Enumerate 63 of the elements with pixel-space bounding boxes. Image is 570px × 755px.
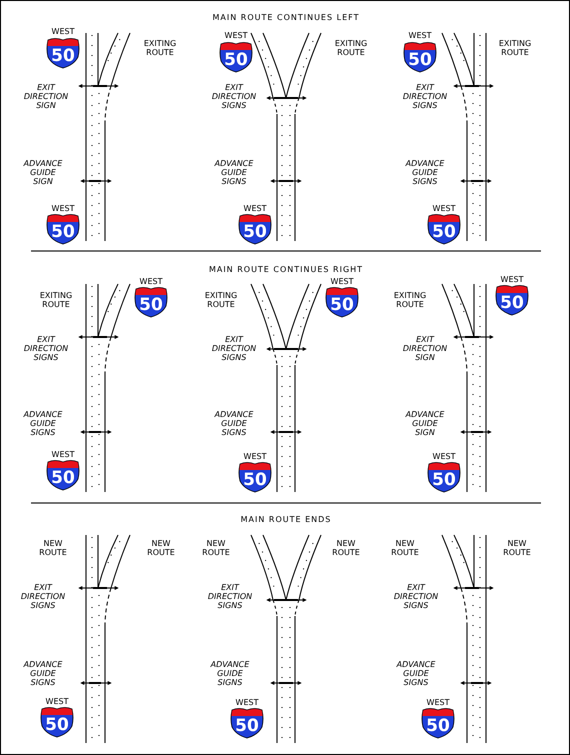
panel-heading: MAIN ROUTE ENDS: [240, 515, 332, 524]
sign-location-label: ADVANCE GUIDE SIGNS: [24, 660, 62, 687]
route-shield: 50: [238, 213, 272, 245]
route-label: EXITING ROUTE: [394, 291, 426, 309]
sign-location-label: ADVANCE GUIDE SIGN: [406, 410, 444, 437]
route-label: NEW ROUTE: [332, 539, 360, 557]
route-label: EXITING ROUTE: [498, 39, 532, 57]
route-label: EXITING ROUTE: [204, 291, 238, 309]
route-shield: 50: [40, 706, 74, 738]
sign-location-label: EXIT DIRECTION SIGNS: [394, 583, 438, 610]
route-label: NEW ROUTE: [39, 539, 67, 557]
panel-heading: MAIN ROUTE CONTINUES RIGHT: [208, 265, 364, 274]
panel-heading: MAIN ROUTE CONTINUES LEFT: [212, 13, 360, 22]
sign-location-label: ADVANCE GUIDE SIGNS: [214, 410, 254, 437]
direction-label: WEST: [140, 277, 162, 286]
route-label: EXITING ROUTE: [40, 291, 72, 309]
sign-location-label: ADVANCE GUIDE SIGNS: [214, 159, 254, 186]
direction-label: WEST: [52, 450, 74, 459]
route-shield: 50: [219, 41, 253, 73]
route-shield: 50: [238, 461, 272, 493]
direction-label: WEST: [244, 452, 266, 461]
direction-label: WEST: [236, 698, 258, 707]
route-label: NEW ROUTE: [202, 539, 230, 557]
sign-location-label: EXIT DIRECTION SIGNS: [212, 83, 256, 110]
sign-location-label: EXIT DIRECTION SIGN: [402, 335, 448, 362]
sign-location-label: EXIT DIRECTION SIGNS: [24, 335, 68, 362]
route-shield: 50: [421, 707, 455, 739]
route-shield: 50: [134, 286, 168, 318]
direction-label: WEST: [244, 204, 266, 213]
sign-location-label: ADVANCE GUIDE SIGNS: [406, 159, 444, 186]
route-label: NEW ROUTE: [147, 539, 175, 557]
sign-location-label: ADVANCE GUIDE SIGNS: [24, 410, 62, 437]
direction-label: WEST: [408, 31, 432, 40]
route-shield: 50: [230, 707, 264, 739]
sign-location-label: ADVANCE GUIDE SIGNS: [396, 660, 436, 687]
sign-location-label: EXIT DIRECTION SIGNS: [212, 335, 256, 362]
sign-location-label: EXIT DIRECTION SIGNS: [402, 83, 448, 110]
route-label: EXITING ROUTE: [334, 39, 368, 57]
direction-label: WEST: [52, 204, 74, 213]
route-shield: 50: [495, 284, 529, 316]
sign-location-label: ADVANCE GUIDE SIGN: [24, 159, 62, 186]
route-label: NEW ROUTE: [391, 539, 419, 557]
direction-label: WEST: [432, 452, 456, 461]
direction-label: WEST: [432, 204, 456, 213]
route-label: EXITING ROUTE: [144, 39, 176, 57]
route-shield: 50: [325, 286, 359, 318]
route-shield: 50: [427, 213, 461, 245]
route-shield: 50: [46, 213, 80, 245]
route-shield: 50: [46, 37, 80, 69]
direction-label: WEST: [426, 698, 450, 707]
direction-label: WEST: [330, 277, 354, 286]
direction-label: WEST: [500, 275, 524, 284]
direction-label: WEST: [52, 27, 74, 36]
direction-label: WEST: [46, 697, 68, 706]
sign-location-label: EXIT DIRECTION SIGNS: [20, 583, 66, 610]
route-shield: 50: [46, 459, 80, 491]
route-shield: 50: [427, 461, 461, 493]
route-shield: 50: [403, 41, 437, 73]
sign-location-label: EXIT DIRECTION SIGNS: [208, 583, 252, 610]
route-label: NEW ROUTE: [503, 539, 531, 557]
sign-location-label: EXIT DIRECTION SIGN: [24, 83, 68, 110]
sign-location-label: ADVANCE GUIDE SIGNS: [210, 660, 250, 687]
direction-label: WEST: [224, 31, 248, 40]
